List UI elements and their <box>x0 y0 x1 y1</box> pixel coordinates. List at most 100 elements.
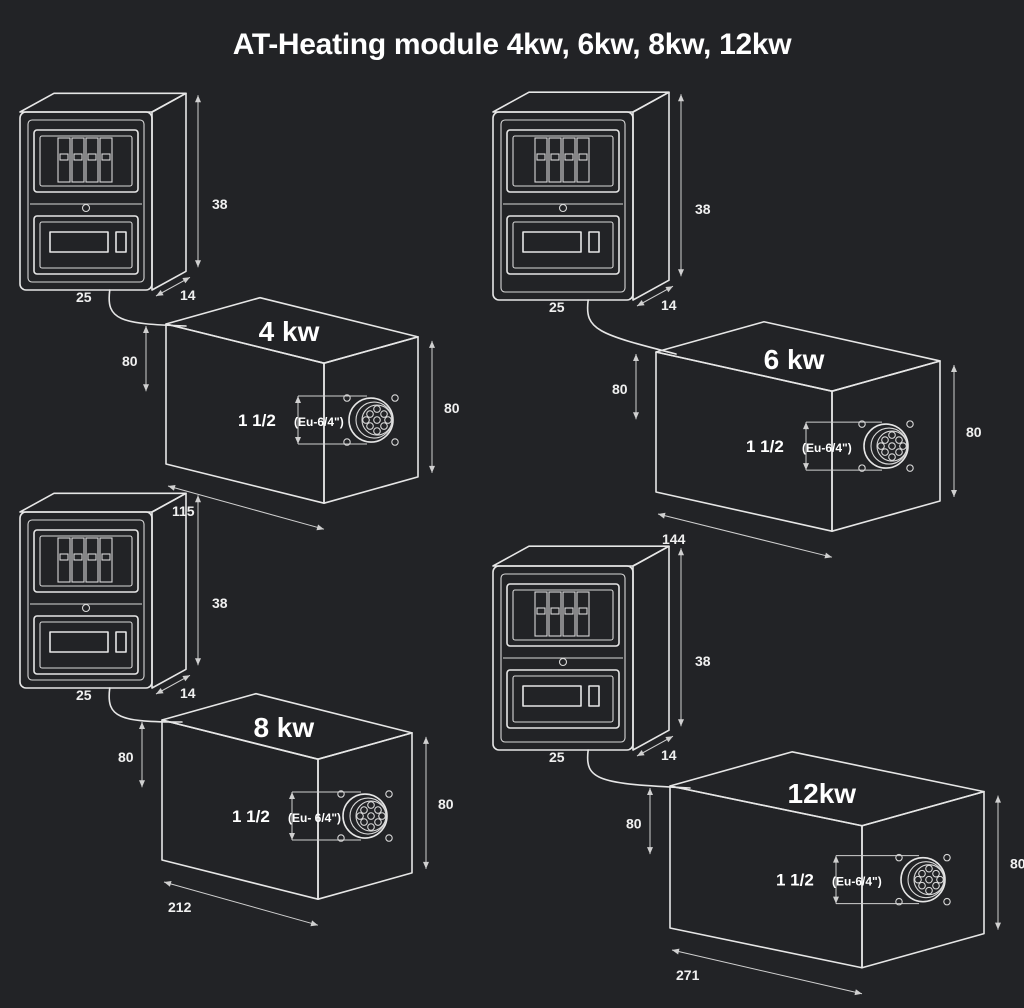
label-connection-note: (Eu-6/4") <box>832 875 882 889</box>
breaker-switch <box>576 137 590 183</box>
element-hole <box>932 881 940 890</box>
breaker-switch <box>85 137 99 183</box>
dim-panel-height <box>678 94 684 277</box>
flange-bolt <box>895 853 903 862</box>
label-panel-depth: 14 <box>180 287 196 303</box>
element-hole <box>356 812 364 820</box>
panel-top <box>19 492 187 513</box>
label-power: 8 kw <box>253 712 314 743</box>
element-hole <box>367 812 375 820</box>
display-frame <box>506 215 620 275</box>
heater-end <box>861 790 985 969</box>
breaker-switch <box>85 537 99 583</box>
heater-unit <box>655 320 941 533</box>
element-hole <box>378 812 386 820</box>
element-hole <box>373 427 381 435</box>
breaker-switch <box>562 591 576 637</box>
label-heater-length: 115 <box>172 503 195 519</box>
element-hole <box>374 818 382 826</box>
breaker-window <box>33 129 139 193</box>
flange-bolt <box>943 853 951 862</box>
dim-heater-length <box>163 881 319 927</box>
panel-side <box>151 92 187 291</box>
label-heater-height-left: 80 <box>612 381 628 397</box>
breaker-window <box>33 529 139 593</box>
cable <box>108 289 187 327</box>
label-panel-height: 38 <box>212 595 228 611</box>
breaker-switch <box>562 137 576 183</box>
label-connection-note: (Eu- 6/4") <box>288 811 341 825</box>
dim-connector <box>289 792 295 841</box>
breaker-switch <box>99 537 113 583</box>
breaker-switch <box>99 137 113 183</box>
control-panel <box>19 492 187 689</box>
display-frame <box>33 615 139 675</box>
element-hole <box>367 801 375 809</box>
breaker-switch <box>548 591 562 637</box>
cable <box>586 299 677 355</box>
element-hole <box>362 416 370 424</box>
element-hole <box>918 869 926 878</box>
label-heater-height-right: 80 <box>438 796 454 812</box>
heater-unit <box>669 751 985 969</box>
pipe-connector <box>858 420 914 472</box>
label-panel-height: 38 <box>212 196 228 212</box>
label-panel-width: 25 <box>549 749 565 765</box>
control-panel <box>492 91 670 301</box>
breaker-window <box>506 129 620 193</box>
element-hole <box>360 806 368 814</box>
breaker-switch <box>57 537 71 583</box>
element-hole <box>925 875 933 884</box>
label-heater-length: 144 <box>662 531 686 547</box>
flange-bolt <box>906 420 914 428</box>
dim-heater-height-right <box>995 795 1001 930</box>
element-hole <box>895 448 903 456</box>
label-power: 4 kw <box>259 316 320 347</box>
indicator-light <box>588 685 600 707</box>
panel-top <box>19 92 187 113</box>
pipe-connector <box>343 394 399 446</box>
flange-bolt <box>943 897 951 906</box>
panel-side <box>632 91 670 301</box>
label-connection-note: (Eu-6/4") <box>294 415 344 429</box>
dim-panel-height <box>195 95 201 268</box>
dim-heater-height-right <box>429 340 435 473</box>
label-heater-height-right: 80 <box>1010 856 1024 872</box>
flange-bolt <box>343 438 351 446</box>
label-heater-height-left: 80 <box>626 816 642 832</box>
control-panel <box>492 545 670 751</box>
flange-bolt <box>906 464 914 472</box>
panel-top <box>492 545 670 567</box>
display-frame <box>506 669 620 729</box>
element-hole <box>366 422 374 430</box>
panel-side <box>151 492 187 689</box>
label-heater-height-right: 80 <box>966 424 982 440</box>
element-hole <box>888 431 896 439</box>
element-hole <box>918 881 926 890</box>
dim-heater-height-left <box>143 326 149 392</box>
breaker-switch <box>71 537 85 583</box>
dim-connector <box>833 855 839 904</box>
indicator-light <box>588 231 600 253</box>
heater-end <box>831 360 941 533</box>
diagram-title: AT-Heating module 4kw, 6kw, 8kw, 12kw <box>232 28 792 61</box>
display-screen <box>49 631 109 653</box>
element-hole <box>914 875 922 884</box>
label-panel-height: 38 <box>695 653 711 669</box>
breaker-switch <box>57 137 71 183</box>
dim-heater-length <box>671 948 863 996</box>
dim-panel-depth <box>636 285 674 307</box>
label-heater-height-left: 80 <box>118 749 134 765</box>
heater-end <box>317 732 413 901</box>
dim-heater-height-right <box>951 364 957 497</box>
breaker-switch <box>534 137 548 183</box>
element-hole <box>899 442 907 450</box>
element-hole <box>374 806 382 814</box>
dim-heater-height-left <box>647 788 653 855</box>
element-hole <box>932 869 940 878</box>
label-heater-length: 271 <box>676 967 700 983</box>
dim-panel-height <box>195 495 201 666</box>
breaker-switch <box>576 591 590 637</box>
